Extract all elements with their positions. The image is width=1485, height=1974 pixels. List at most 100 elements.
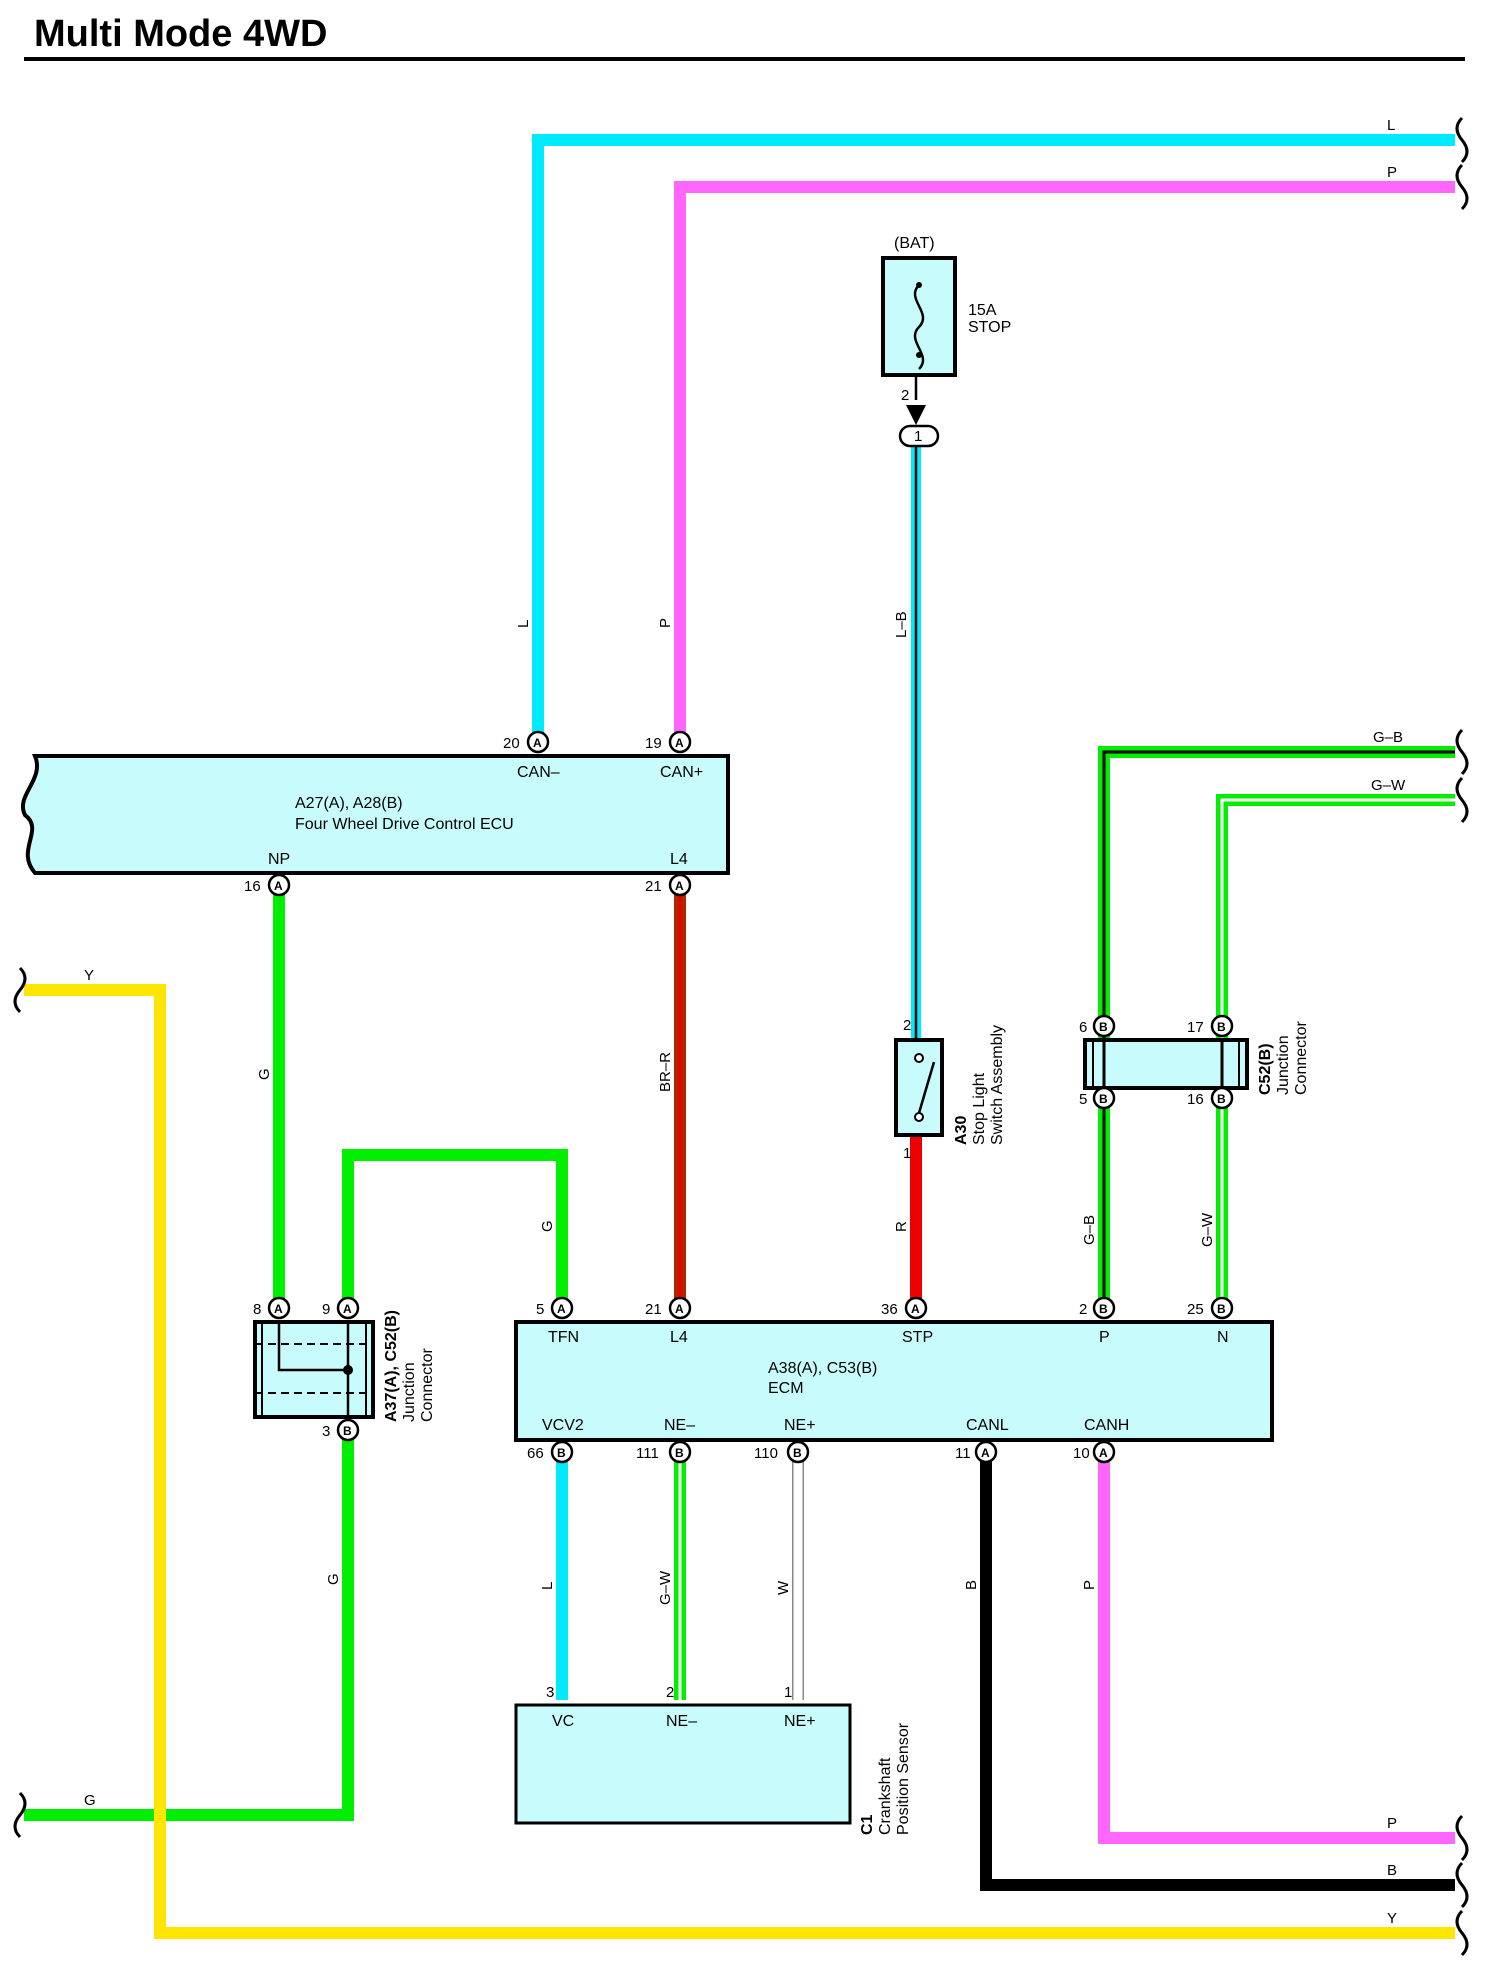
jc-left-name-1: Junction <box>401 1362 418 1422</box>
pin-jc-8-conn: A <box>274 1302 283 1316</box>
pin-jc-3-conn: B <box>343 1424 352 1438</box>
pin-p-conn: B <box>1099 1302 1108 1316</box>
exit-label-bottom-y: Y <box>1387 1910 1397 1927</box>
jc-left-id: A37(A), C52(B) <box>383 1310 400 1422</box>
pin-l4-4wd-num: 21 <box>645 878 662 895</box>
fuse-out-pin: 2 <box>901 387 909 404</box>
pin-np: A 16 <box>244 873 291 897</box>
crank-pin-vc: VC <box>552 1713 574 1730</box>
inline-connector-pin: 1 <box>914 428 922 445</box>
pin-label-canl: CANL <box>966 1417 1009 1434</box>
pin-p-num: 2 <box>1079 1301 1087 1318</box>
pin-tfn-num: 5 <box>536 1301 544 1318</box>
pin-tfn-conn: A <box>557 1302 566 1316</box>
switch-name-1: Stop Light <box>971 1072 988 1145</box>
pin-ne-minus-num: 111 <box>636 1445 659 1462</box>
pin-can-minus: A 20 <box>503 730 550 754</box>
pin-canl-conn: A <box>981 1446 990 1460</box>
exit-label-left-g: G <box>84 1792 96 1809</box>
wire-label-canh: P <box>1081 1580 1098 1590</box>
pin-label-can-plus: CAN+ <box>660 764 703 781</box>
pin-jc-9-conn: A <box>343 1302 352 1316</box>
pin-jc-17-conn: B <box>1217 1020 1226 1034</box>
stop-light-switch: 2 1 A30 Stop Light Switch Assembly <box>894 1017 1006 1162</box>
exit-label-bottom-p: P <box>1387 1815 1397 1832</box>
pin-label-tfn: TFN <box>548 1329 579 1346</box>
pin-l4-ecm-num: 21 <box>645 1301 662 1318</box>
pin-label-stp: STP <box>902 1329 933 1346</box>
wire-label-canl: B <box>963 1580 980 1590</box>
pin-vcv2-conn: B <box>557 1446 566 1460</box>
jc-left-name-2: Connector <box>419 1348 436 1422</box>
pin-l4-4wd-conn: A <box>675 879 684 893</box>
fuse-name: STOP <box>968 319 1011 336</box>
crank-pin-vc-num: 3 <box>546 1684 554 1701</box>
pin-np-conn: A <box>274 879 283 893</box>
switch-id: A30 <box>953 1116 970 1145</box>
pin-label-l4-4wd: L4 <box>670 851 688 868</box>
pin-ne-minus: B 111 <box>636 1440 692 1464</box>
pin-can-plus: A 19 <box>645 730 692 754</box>
switch-pin-bottom: 1 <box>903 1145 911 1162</box>
crank-pin-ne-minus-num: 2 <box>666 1684 674 1701</box>
connector-arrow-icon <box>906 405 926 425</box>
pin-canh-num: 10 <box>1073 1445 1090 1462</box>
pin-jc-16: B 16 <box>1187 1086 1234 1110</box>
pin-label-can-minus: CAN– <box>517 764 560 781</box>
crank-id: C1 <box>859 1814 876 1835</box>
switch-name-2: Switch Assembly <box>989 1025 1006 1145</box>
exit-label-bottom-b: B <box>1387 1862 1397 1879</box>
four-wheel-drive-ecu: A27(A), A28(B) Four Wheel Drive Control … <box>21 754 730 875</box>
pin-jc-17: B 17 <box>1187 1014 1234 1038</box>
pin-jc-6-conn: B <box>1099 1020 1108 1034</box>
wire-can-plus <box>674 181 1455 742</box>
pin-tfn: A 5 <box>536 1296 574 1320</box>
wire-label-tfn: G <box>539 1220 556 1232</box>
crank-name-1: Crankshaft <box>877 1757 894 1835</box>
page-title: Multi Mode 4WD <box>34 13 327 55</box>
ecm-name: ECM <box>768 1380 804 1397</box>
pin-jc-6-num: 6 <box>1079 1019 1087 1036</box>
jc-right-id: C52(B) <box>1257 1043 1274 1095</box>
fuse-element-icon <box>913 284 925 370</box>
wire-gw <box>1216 794 1455 1308</box>
pin-l4-ecm-conn: A <box>675 1302 684 1316</box>
pin-n: B 25 <box>1187 1296 1234 1320</box>
wire-label-ne-minus: G–W <box>657 1570 674 1605</box>
pin-label-ne-minus: NE– <box>664 1417 695 1434</box>
ecu-4wd-id: A27(A), A28(B) <box>295 795 403 812</box>
pin-n-num: 25 <box>1187 1301 1204 1318</box>
pin-np-num: 16 <box>244 878 261 895</box>
pin-canl: A 11 <box>955 1440 998 1464</box>
ecu-4wd-name: Four Wheel Drive Control ECU <box>295 816 514 833</box>
pin-jc-16-num: 16 <box>1187 1091 1204 1108</box>
pin-jc-3-num: 3 <box>322 1423 330 1440</box>
wire-y <box>24 984 1455 1939</box>
wire-label-np: G <box>256 1068 273 1080</box>
pin-label-np: NP <box>268 851 290 868</box>
crank-pin-ne-minus: NE– <box>666 1713 697 1730</box>
wire-label-can-minus: L <box>515 620 532 628</box>
pin-p: B 2 <box>1079 1296 1116 1320</box>
pin-canl-num: 11 <box>955 1445 971 1462</box>
pin-l4-4wd: A 21 <box>645 873 692 897</box>
pin-jc-5-num: 5 <box>1079 1091 1087 1108</box>
crankshaft-position-sensor: 3 2 1 VC NE– NE+ C1 Crankshaft Position … <box>514 1684 912 1835</box>
pin-stp-num: 36 <box>881 1301 898 1318</box>
pin-can-minus-num: 20 <box>503 735 520 752</box>
fuse-rating: 15A <box>968 302 997 319</box>
wire-label-ne-plus: W <box>775 1580 792 1595</box>
wire-can-minus <box>532 134 1455 742</box>
pin-n-conn: B <box>1217 1302 1226 1316</box>
pin-can-plus-conn: A <box>675 736 684 750</box>
break-gw <box>1455 776 1469 824</box>
pin-jc-8-num: 8 <box>253 1301 261 1318</box>
break-marks <box>13 116 1469 1957</box>
exit-label-gb: G–B <box>1373 729 1403 746</box>
break-bottom-b <box>1455 1861 1469 1909</box>
exit-label-top-p: P <box>1387 164 1397 181</box>
pin-canh: A 10 <box>1073 1440 1116 1464</box>
junction-connector-left: A37(A), C52(B) Junction Connector <box>253 1310 436 1422</box>
wire-label-can-plus: P <box>657 618 674 628</box>
pin-label-vcv2: VCV2 <box>542 1417 584 1434</box>
